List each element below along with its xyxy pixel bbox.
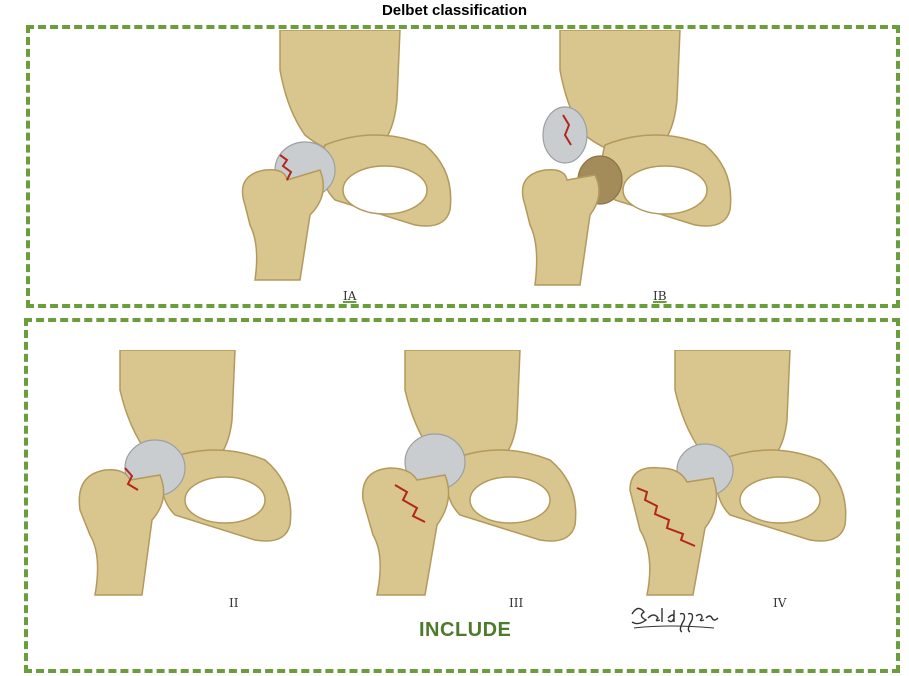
hip-illustration-iii [355, 350, 585, 605]
include-caption: INCLUDE [419, 619, 511, 642]
hip-illustration-iv [625, 350, 855, 605]
type-label-iii: III [509, 596, 523, 610]
hip-illustration-ii [70, 350, 300, 605]
top-group-box [26, 25, 900, 308]
type-label-ia: IA [343, 289, 356, 303]
hip-illustration-ib [505, 30, 735, 295]
type-label-ii: II [229, 596, 238, 610]
type-label-ib: IB [653, 289, 667, 303]
artist-signature [628, 600, 724, 634]
type-label-iv: IV [773, 596, 786, 610]
figure-title: Delbet classification [0, 2, 909, 19]
hip-illustration-ia [225, 30, 455, 295]
